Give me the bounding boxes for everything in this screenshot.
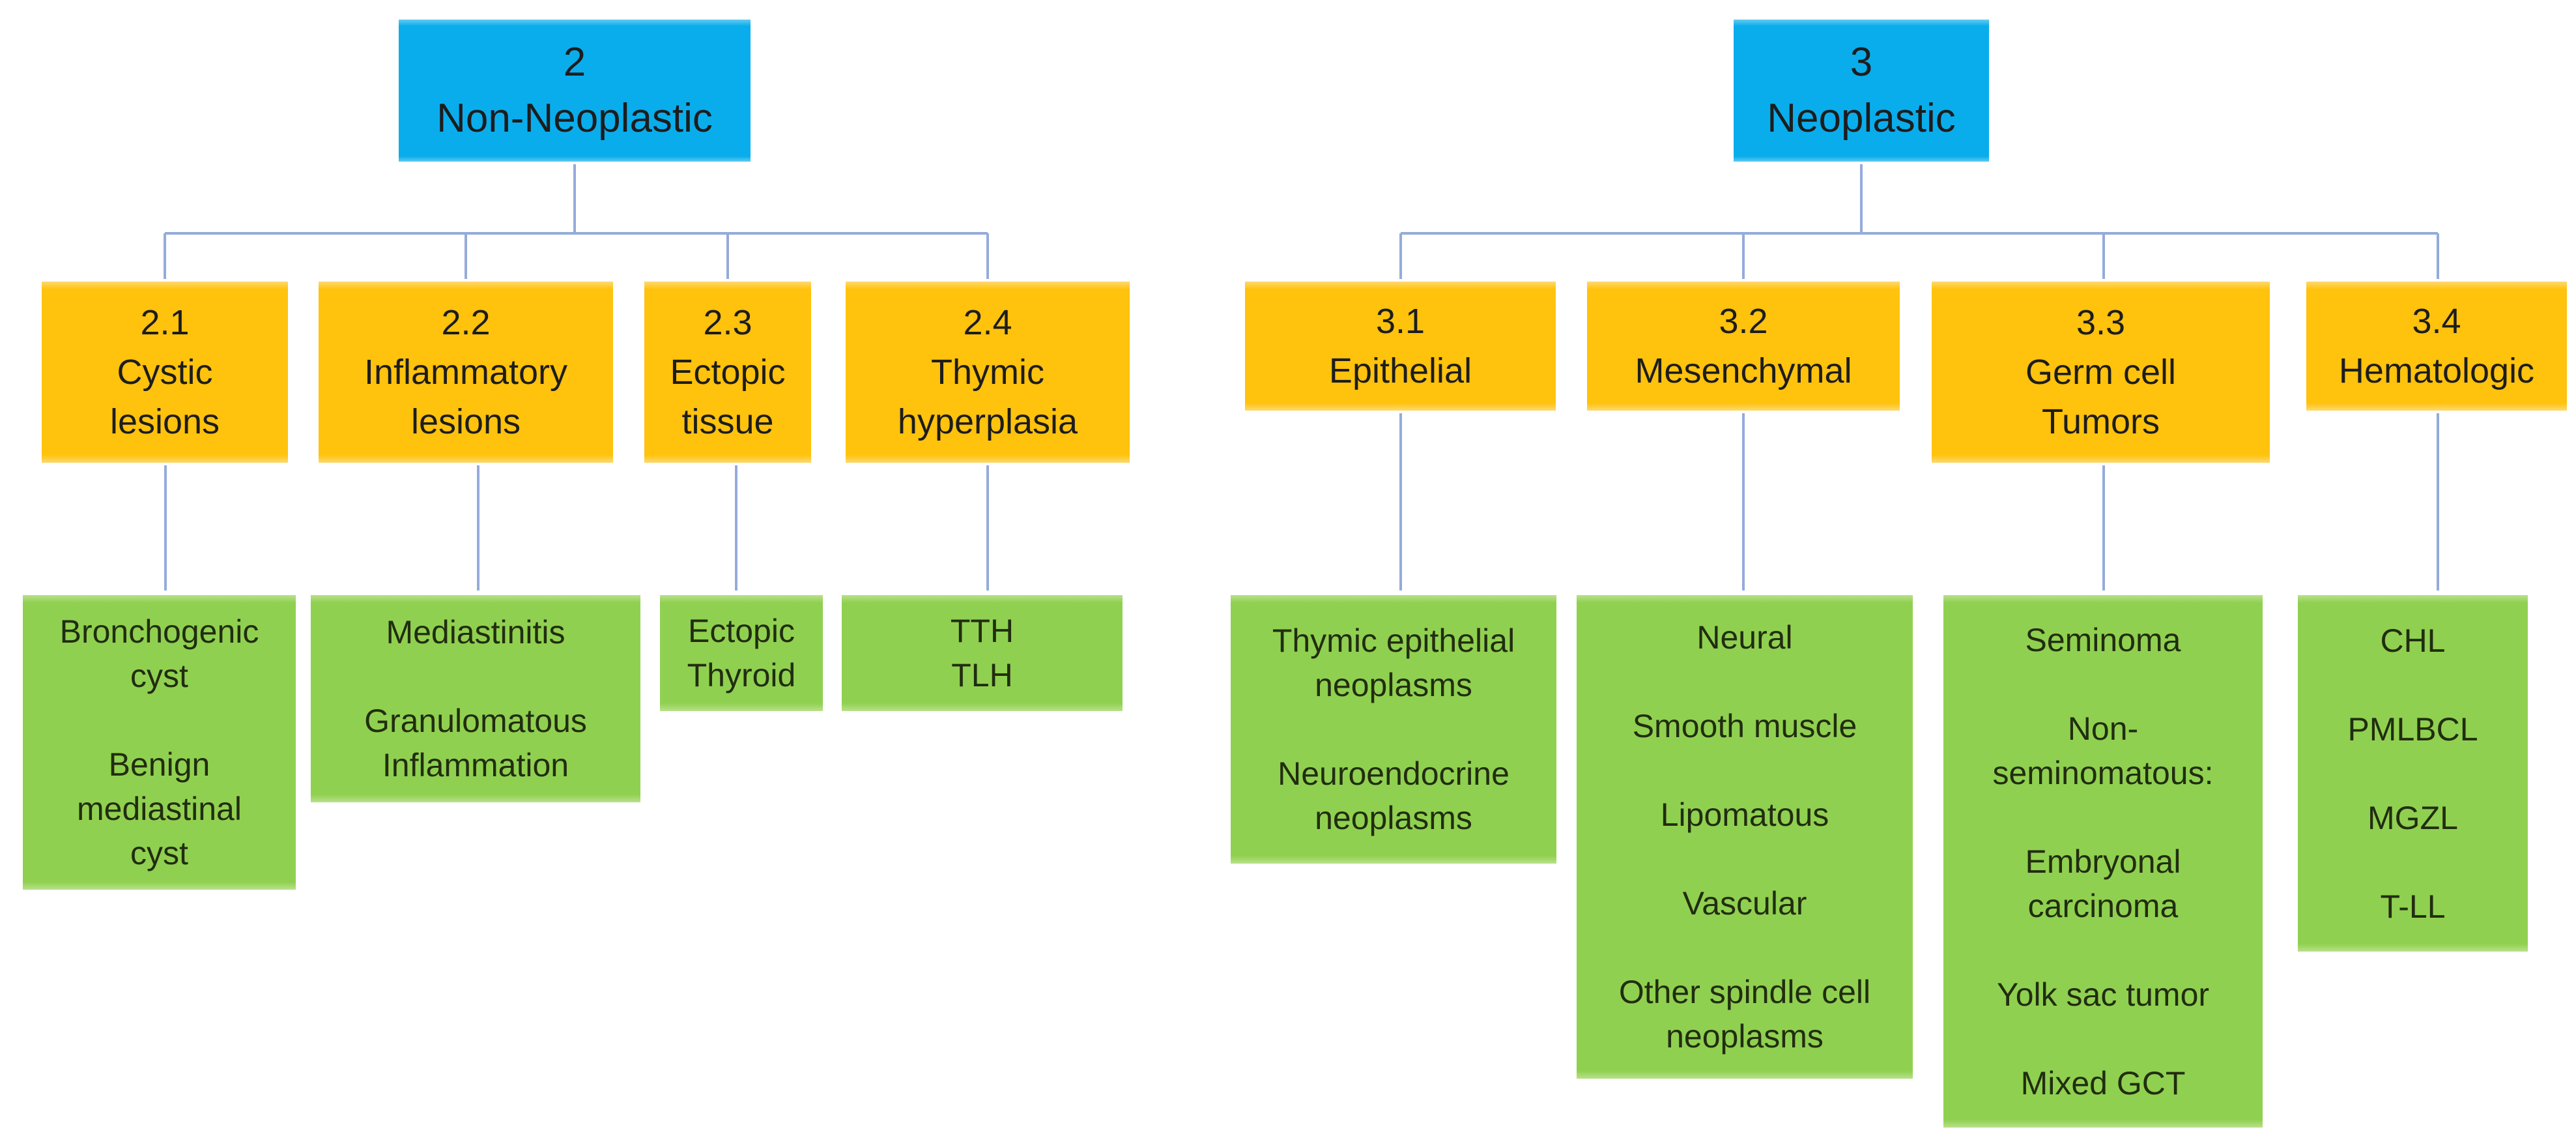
connector-drop-3-4 <box>2437 233 2439 279</box>
category-3-3-germ-cell-tumors: 3.3 Germ cell Tumors <box>1932 282 2270 463</box>
category-2-2-inflammatory-lesions: 2.2 Inflammatory lesions <box>319 282 613 463</box>
category-2-4-thymic-hyperplasia: 2.4 Thymic hyperplasia <box>846 282 1130 463</box>
connector-drop-3-3 <box>2102 233 2105 279</box>
connector-root-right <box>1860 164 1863 233</box>
connector-root-left <box>573 164 576 233</box>
connector-detail-2-4 <box>986 465 989 591</box>
connector-drop-2-4 <box>986 233 989 279</box>
connector-detail-3-1 <box>1399 413 1402 591</box>
connector-detail-2-1 <box>164 465 167 591</box>
connector-detail-3-4 <box>2437 413 2439 591</box>
connector-detail-2-3 <box>735 465 737 591</box>
connector-drop-3-2 <box>1742 233 1745 279</box>
connector-drop-2-2 <box>465 233 467 279</box>
detail-2-4-thymic-hyperplasia: TTH TLH <box>842 595 1123 711</box>
category-3-1-epithelial: 3.1 Epithelial <box>1245 282 1556 411</box>
detail-3-2-mesenchymal: Neural Smooth muscle Lipomatous Vascular… <box>1577 595 1913 1079</box>
connector-detail-3-2 <box>1742 413 1745 591</box>
root-non-neoplastic: 2 Non-Neoplastic <box>399 20 751 162</box>
root-neoplastic: 3 Neoplastic <box>1734 20 1989 162</box>
connector-bar-right <box>1401 232 2438 235</box>
connector-detail-3-3 <box>2102 465 2105 591</box>
category-3-4-hematologic: 3.4 Hematologic <box>2306 282 2567 411</box>
detail-3-1-epithelial: Thymic epithelial neoplasms Neuroendocri… <box>1231 595 1556 864</box>
connector-drop-3-1 <box>1399 233 1402 279</box>
category-2-3-ectopic-tissue: 2.3 Ectopic tissue <box>644 282 811 463</box>
detail-3-4-hematologic: CHL PMLBCL MGZL T-LL <box>2298 595 2528 952</box>
connector-detail-2-2 <box>477 465 479 591</box>
category-2-1-cystic-lesions: 2.1 Cystic lesions <box>42 282 288 463</box>
detail-3-3-germ-cell-tumors: Seminoma Non- seminomatous: Embryonal ca… <box>1943 595 2263 1128</box>
connector-drop-2-3 <box>726 233 729 279</box>
category-3-2-mesenchymal: 3.2 Mesenchymal <box>1587 282 1900 411</box>
detail-2-1-cystic-lesions: Bronchogenic cyst Benign mediastinal cys… <box>23 595 296 890</box>
detail-2-3-ectopic-tissue: Ectopic Thyroid <box>660 595 823 711</box>
detail-2-2-inflammatory-lesions: Mediastinitis Granulomatous Inflammation <box>311 595 640 802</box>
connector-drop-2-1 <box>164 233 166 279</box>
connector-bar-left <box>165 232 988 235</box>
